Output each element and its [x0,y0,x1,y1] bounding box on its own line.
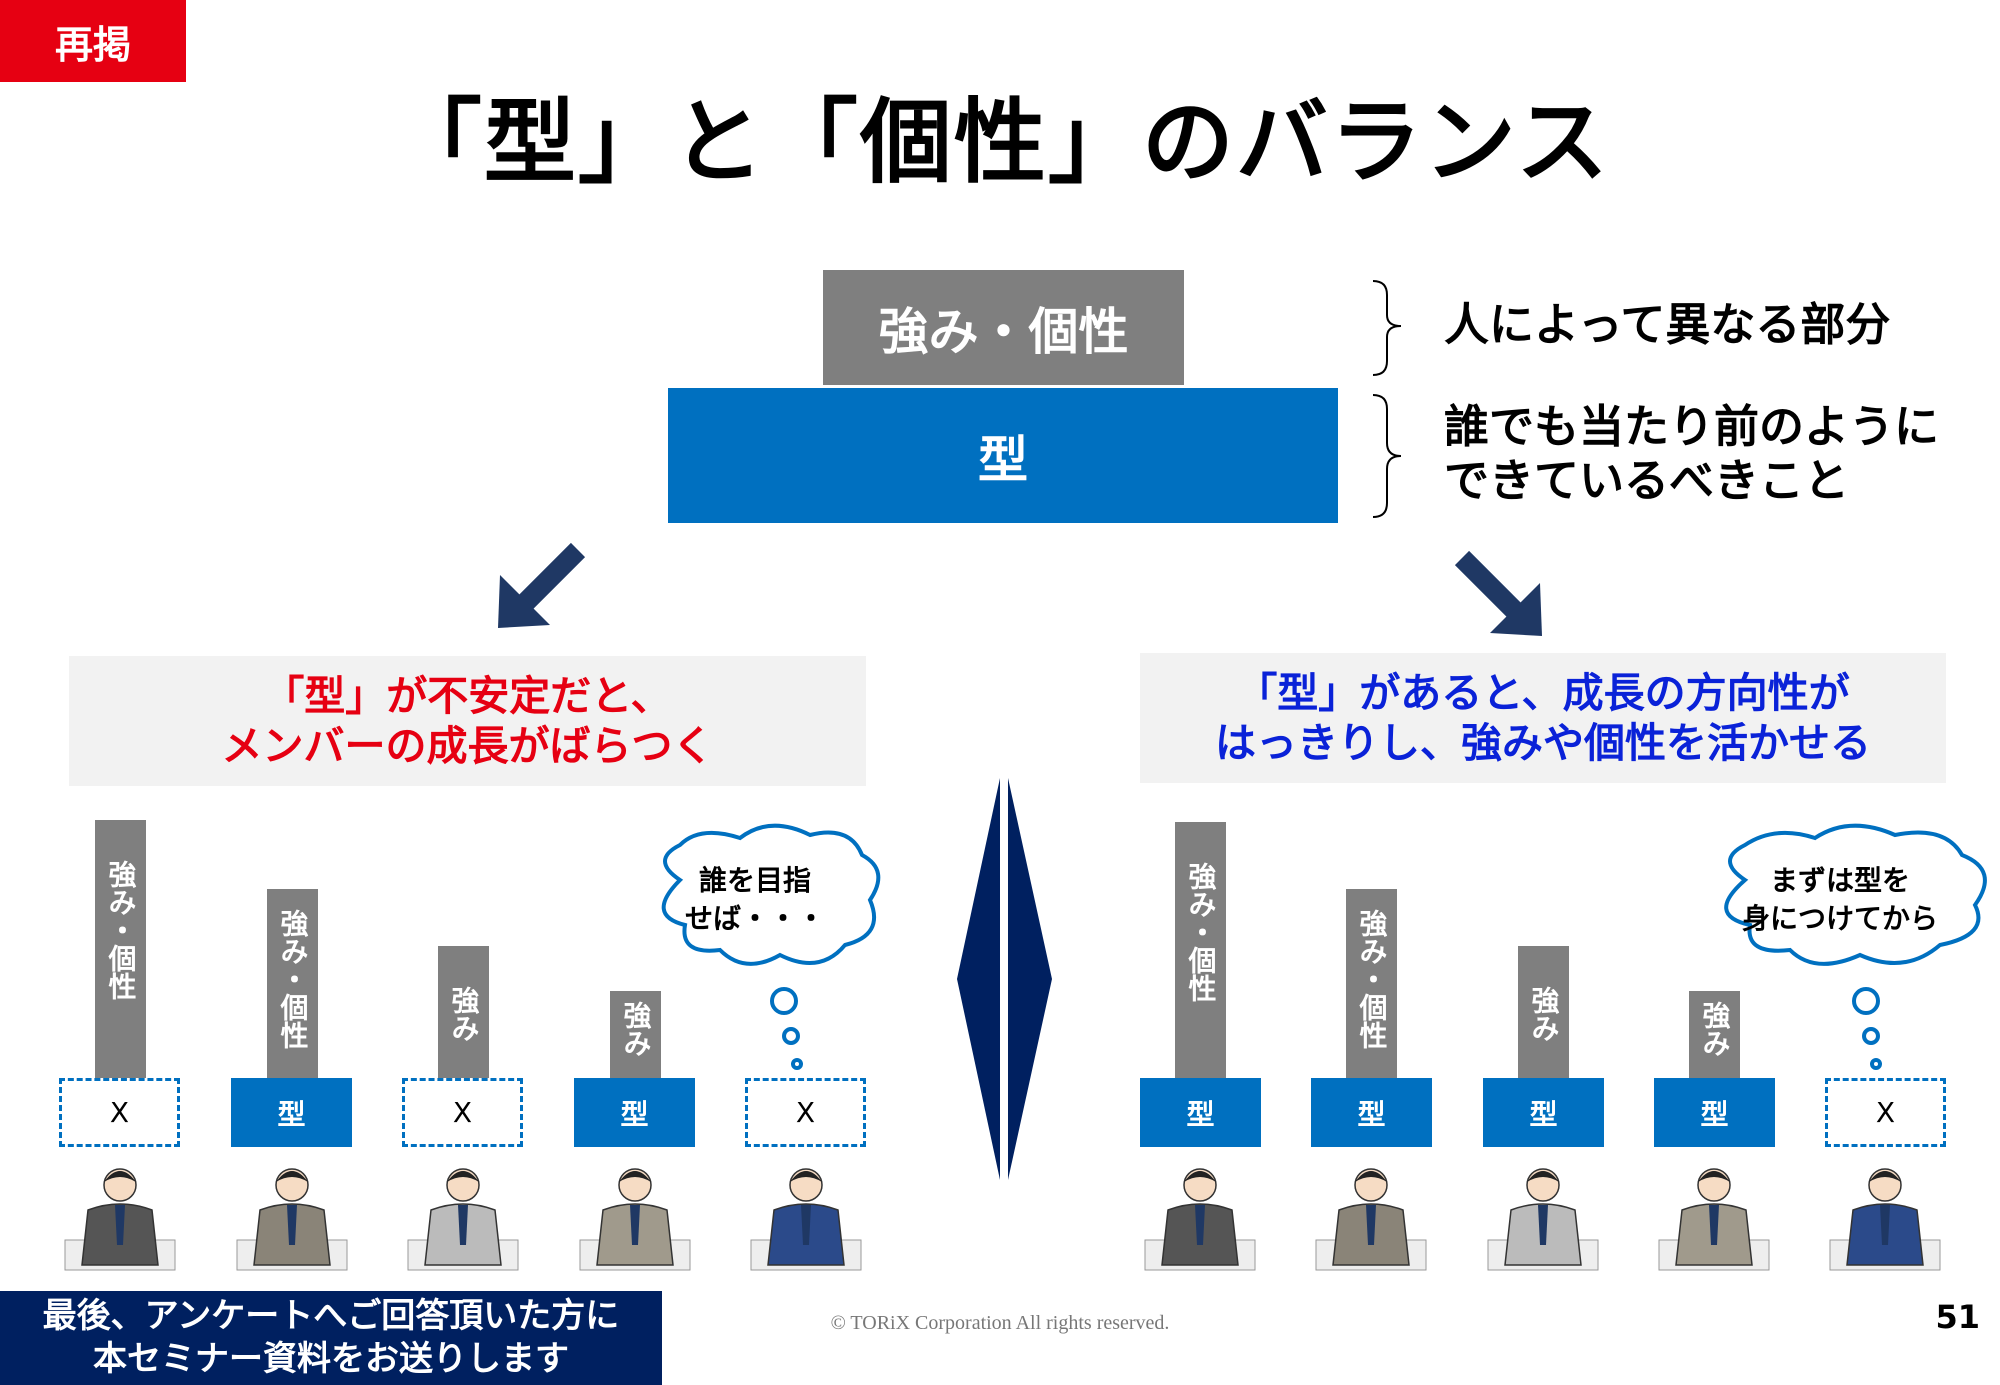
person-illustration-icon [64,1168,176,1271]
survey-banner: 最後、アンケートへご回答頂いた方に 本セミナー資料をお送りします [0,1291,662,1385]
brace-bottom-icon [1372,394,1402,518]
left-base-box-2: 型 [231,1078,352,1147]
brace-icons [1372,280,1402,518]
left-base-box-4: 型 [574,1078,695,1147]
person-illustration-icon [1144,1168,1256,1271]
person-illustration-icon [1315,1168,1427,1271]
base-description-line1: 誰でも当たり前のように [1444,400,1940,453]
copyright: © TORiX Corporation All rights reserved. [830,1312,1170,1334]
right-base-box-4: 型 [1654,1078,1775,1147]
right-strength-bar-1: 強み・個性 [1175,822,1226,1078]
right-strength-bar-4: 強み [1689,991,1740,1078]
right-base-box-3: 型 [1483,1078,1604,1147]
right-base-box-1: 型 [1140,1078,1261,1147]
base-description-line2: できているべきこと [1444,454,1850,507]
left-thought-text: 誰を目指 せば・・・ [680,862,830,938]
thought-bubbles-right-icon [1852,987,1882,1070]
strength-individuality-block: 強み・個性 [823,270,1184,385]
thought-bubbles-left-icon [770,987,803,1070]
thought-cloud-left-icon [661,823,881,966]
divider-diamond-icon [957,778,1052,1180]
person-illustration-icon [1658,1168,1770,1271]
slide-title: 「型」と「個性」のバランス [389,89,1611,196]
left-strength-bar-3: 強み [438,946,489,1078]
arrow-down-right-icon [1454,550,1542,636]
left-thought-line2: せば・・・ [684,902,825,935]
person-illustration-icon [750,1168,862,1271]
left-strength-bar-1: 強み・個性 [95,820,146,1078]
right-strength-bar-2: 強み・個性 [1346,889,1397,1078]
right-thought-line2: 身につけてから [1741,902,1938,935]
repost-badge: 再掲 [0,0,186,82]
right-panel: 「型」があると、成長の方向性が はっきりし、強みや個性を活かせる [1140,653,1946,783]
person-illustration-icon [1829,1168,1941,1271]
page-number: 51 [1935,1298,1980,1336]
kata-block: 型 [668,388,1338,523]
person-illustration-icon [1487,1168,1599,1271]
left-thought-line1: 誰を目指 [698,864,811,897]
left-strength-bar-4: 強み [610,991,661,1078]
right-panel-line1: 「型」があると、成長の方向性が [1236,669,1850,717]
top-description: 人によって異なる部分 [1444,298,1891,351]
right-panel-line2: はっきりし、強みや個性を活かせる [1215,719,1871,767]
brace-top-icon [1372,280,1402,376]
people-illustrations [64,1168,1941,1271]
left-strength-bar-2: 強み・個性 [267,889,318,1078]
left-base-box-5: X [745,1078,866,1147]
person-illustration-icon [236,1168,348,1271]
left-panel: 「型」が不安定だと、 メンバーの成長がばらつく [69,656,866,786]
left-panel-line2: メンバーの成長がばらつく [221,722,714,770]
left-base-box-1: X [59,1078,180,1147]
right-strength-bar-3: 強み [1518,946,1569,1078]
right-base-box-5: X [1825,1078,1946,1147]
arrow-down-left-icon [498,542,586,628]
left-base-box-3: X [402,1078,523,1147]
survey-banner-line1: 最後、アンケートへご回答頂いた方に [42,1296,620,1336]
person-illustration-icon [579,1168,691,1271]
thought-cloud-right-icon [1724,823,1987,966]
left-panel-line1: 「型」が不安定だと、 [263,672,672,720]
person-illustration-icon [407,1168,519,1271]
right-thought-line1: まずは型を [1769,864,1910,897]
right-thought-text: まずは型を 身につけてから [1735,862,1945,938]
survey-banner-line2: 本セミナー資料をお送りします [93,1339,569,1379]
right-base-box-2: 型 [1311,1078,1432,1147]
